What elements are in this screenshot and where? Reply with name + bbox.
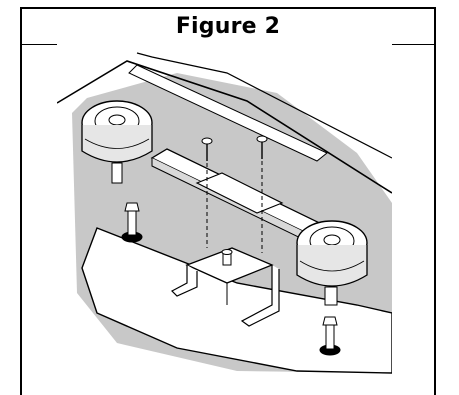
grill-top-edge — [136, 52, 392, 159]
u-bracket — [171, 247, 280, 327]
left-leveling-foot — [121, 202, 143, 243]
screw-right — [256, 135, 268, 253]
center-plate — [195, 172, 284, 214]
left-burner — [81, 100, 153, 184]
figure-illustration — [57, 43, 392, 377]
screw-left — [201, 137, 213, 248]
back-panel — [128, 64, 328, 162]
right-burner — [296, 220, 368, 306]
grill-top-outline — [57, 60, 392, 194]
lower-platform — [81, 227, 392, 374]
figure-title-bar: Figure 2 — [22, 9, 434, 45]
figure-title: Figure 2 — [175, 14, 281, 39]
burner-assembly-drawing — [57, 52, 392, 374]
right-leveling-foot — [319, 316, 341, 356]
